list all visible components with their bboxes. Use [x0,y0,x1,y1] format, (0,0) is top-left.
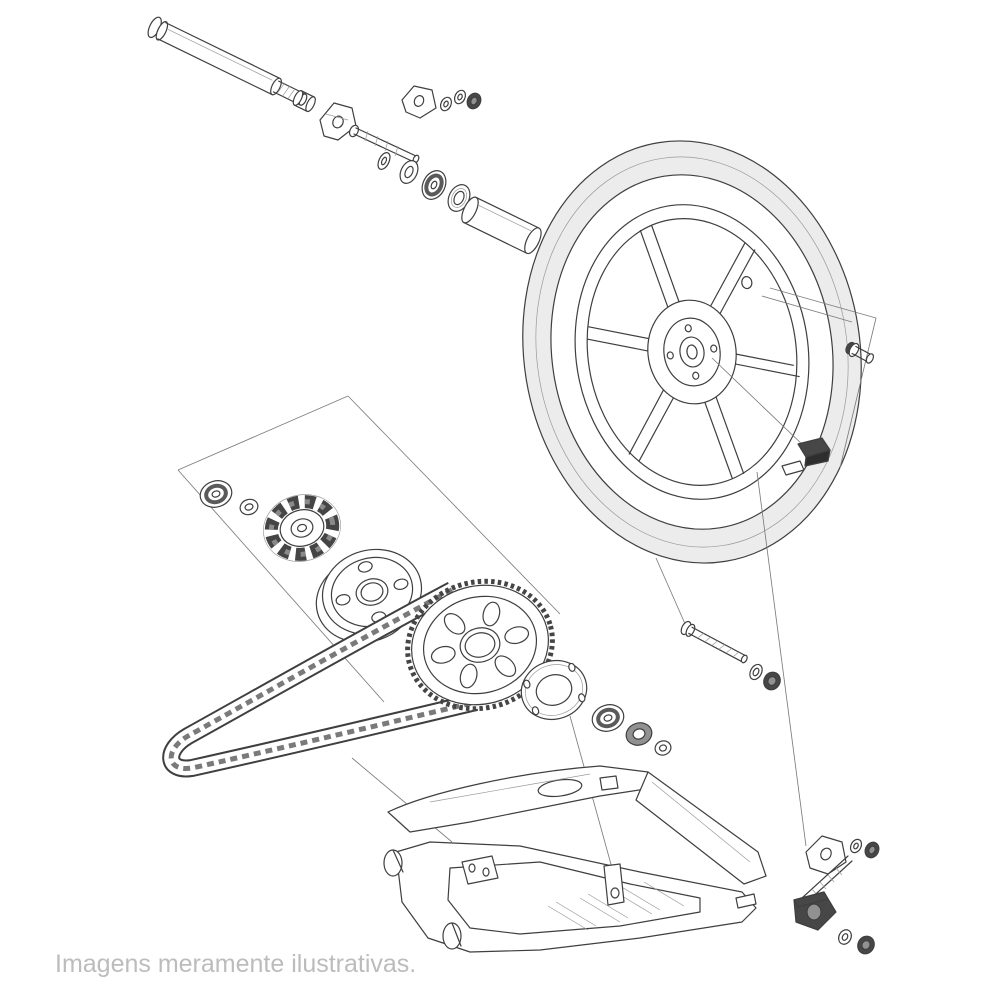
axle-spacer-tube [461,196,542,255]
rear-sprocket [405,578,555,712]
cush-drive-bearing [199,480,233,508]
adjuster-block [793,891,837,931]
cush-drive-damper [263,494,341,562]
axle-washers-and-bearing [377,152,471,212]
chain-adjuster-right [793,835,880,955]
drive-chain [162,582,479,778]
axle-adjuster-tab [603,863,625,906]
oil-seal [625,722,653,746]
hub-side-parts [520,659,672,869]
carrier-stud-bolt [655,557,781,691]
adjuster-nut [857,935,875,955]
dust-seal [447,184,471,212]
wheel-bearing [421,170,447,200]
hub [647,299,737,405]
chain-guard-stripes [547,881,685,931]
rear-axle [147,16,308,106]
adjuster-washer-bottom [838,929,852,945]
collar [654,740,672,756]
damper-rubber [781,437,831,476]
adjuster-washer-top [849,838,863,854]
axle-collar [292,90,316,113]
flange-nut [763,671,781,691]
caption-text: Imagens meramente ilustrativas. [55,950,416,978]
wheel-callouts [711,287,877,847]
swingarm [351,757,767,953]
spacer-collar [239,498,259,516]
washer [749,663,763,681]
carrier-bearing [591,704,625,732]
cover-plate [520,659,588,721]
pivot-collar [383,849,462,950]
rear-wheel [522,140,862,564]
adjuster-locknut-top [864,841,880,859]
chain-adjuster-left [319,85,482,164]
valve-stem [845,341,875,364]
